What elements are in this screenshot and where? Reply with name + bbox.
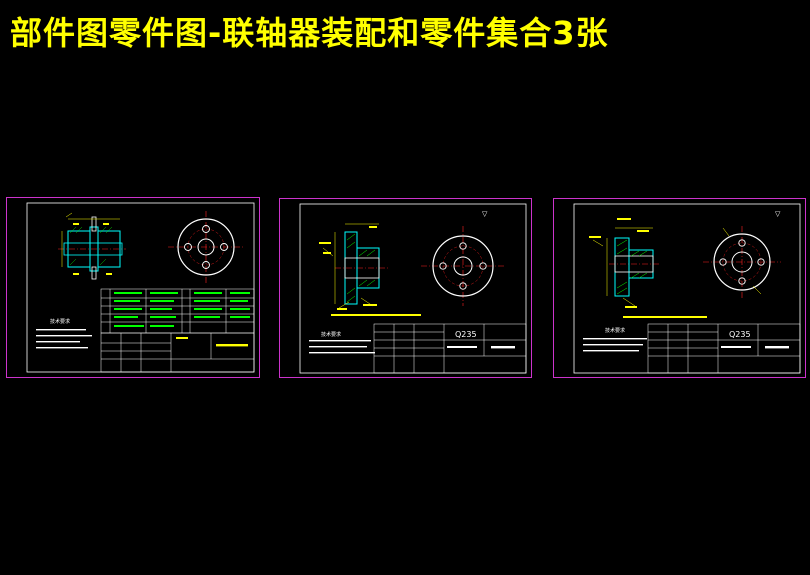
flange-end-view xyxy=(421,226,505,306)
title-block xyxy=(100,332,255,373)
flange-end-view xyxy=(703,226,781,298)
assembly-notes: 技术要求 xyxy=(36,318,92,349)
flange-section-view: ▽ xyxy=(589,210,781,308)
flange-section-view: ▽ xyxy=(319,210,488,310)
drawing-frame xyxy=(26,202,255,373)
material-label: Q235 xyxy=(455,330,477,339)
title-block xyxy=(373,323,527,374)
sheet-border xyxy=(6,197,260,378)
part-drawing-2-sheet: ▽ 技术要求 Q2 xyxy=(553,198,806,378)
notes-heading: 技术要求 xyxy=(50,318,70,325)
notes-heading: 技术要求 xyxy=(321,331,341,338)
svg-text:▽: ▽ xyxy=(482,210,488,218)
material-label: Q235 xyxy=(729,330,751,339)
coupling-side-view xyxy=(58,212,126,280)
page-title: 部件图零件图-联轴器装配和零件集合3张 xyxy=(10,14,609,52)
title-block xyxy=(647,323,801,374)
notes-heading: 技术要求 xyxy=(605,327,625,334)
sheet-border xyxy=(279,198,532,378)
coupling-end-view xyxy=(168,211,244,283)
part-notes: 技术要求 xyxy=(583,316,707,352)
part-notes: 技术要求 xyxy=(309,314,421,354)
assembly-drawing-sheet: 技术要求 xyxy=(6,197,260,378)
part-drawing-1-sheet: ▽ 技术要求 Q235 xyxy=(279,198,532,378)
sheet-border xyxy=(553,198,806,378)
svg-text:▽: ▽ xyxy=(775,210,781,218)
